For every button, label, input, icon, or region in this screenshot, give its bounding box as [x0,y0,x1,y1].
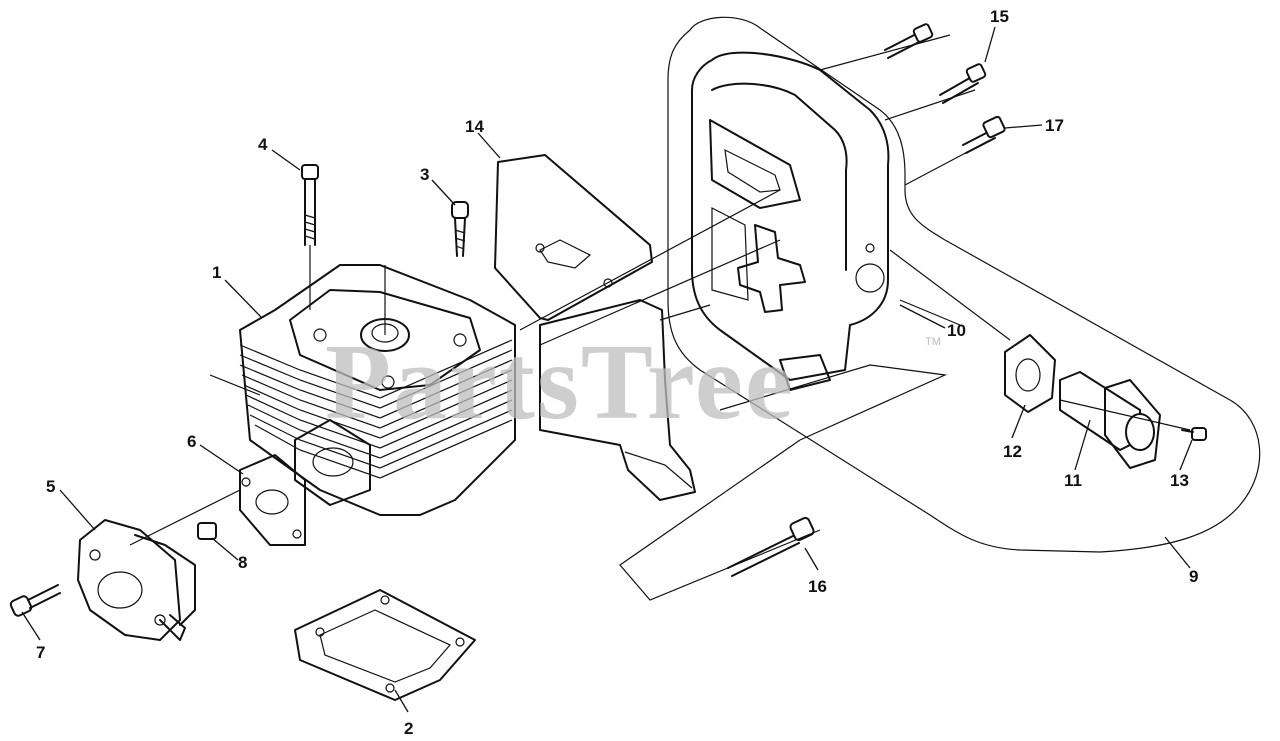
bolt-15a [884,23,934,59]
callout-13: 13 [1170,471,1189,490]
watermark-text: PartsTree [325,323,795,442]
bolt-17 [962,115,1006,154]
gasket-12-part [1004,334,1056,413]
base-gasket-part [294,589,476,701]
callout-labels: 1 2 3 4 5 6 7 8 9 10 11 12 13 14 15 16 1… [36,7,1198,738]
bracket-plate [539,299,696,501]
axis-lines [129,34,1191,601]
bolt-16 [727,516,815,577]
callout-16: 16 [808,577,827,596]
muffler-part [691,51,890,391]
screw-13 [1181,427,1207,441]
callout-6: 6 [187,432,196,451]
callout-11: 11 [1064,471,1082,490]
callout-10: 10 [947,321,966,340]
bolt-15b [939,63,987,104]
bolt-7 [9,584,61,617]
intake-insulator-part [77,519,196,641]
callout-3: 3 [420,165,429,184]
leader-lines [21,26,1193,713]
spacer-8-part [197,522,217,540]
callout-9: 9 [1189,567,1198,586]
bolt-4 [301,164,319,246]
callout-5: 5 [46,477,55,496]
callout-17: 17 [1045,116,1064,135]
callout-1: 1 [212,263,221,282]
callout-15: 15 [990,7,1009,26]
callout-2: 2 [404,719,413,738]
exhaust-pipe-part [1059,371,1161,469]
watermark-trademark: TM [925,336,941,348]
bolt-3 [451,201,469,257]
callout-7: 7 [36,643,45,662]
assembly-9-outline [667,16,1261,553]
callout-8: 8 [238,553,247,572]
gasket-6-part [239,454,306,546]
heat-shield-part [494,154,653,321]
callout-4: 4 [258,135,268,154]
callout-14: 14 [465,117,484,136]
callout-12: 12 [1003,442,1022,461]
